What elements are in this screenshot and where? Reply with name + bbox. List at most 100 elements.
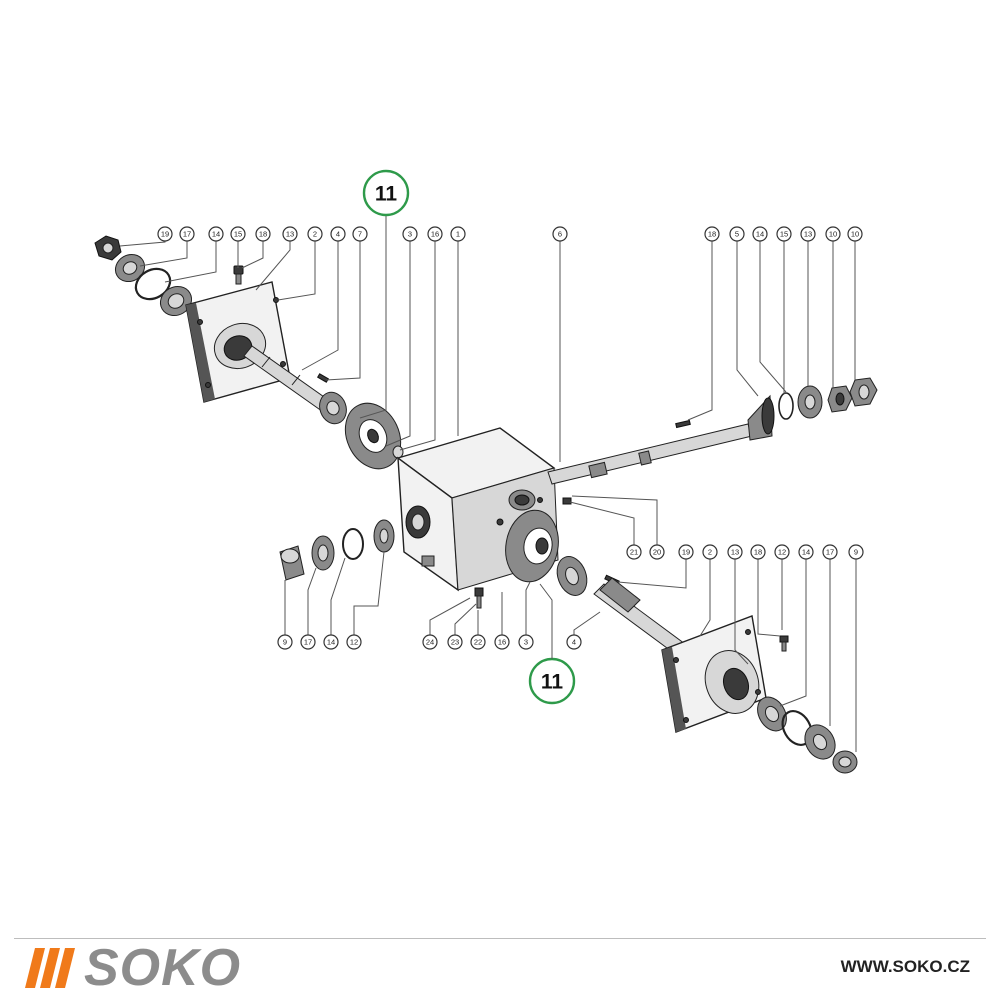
svg-text:14: 14 — [802, 548, 810, 557]
bearing-bottom-right-1 — [757, 696, 787, 732]
top-left-shaft-assembly — [94, 235, 404, 470]
callout: 14 — [208, 226, 224, 242]
svg-text:18: 18 — [708, 230, 716, 239]
svg-text:20: 20 — [653, 548, 661, 557]
key-top-left — [316, 373, 330, 383]
callout: 14 — [323, 634, 339, 650]
svg-text:23: 23 — [451, 638, 459, 647]
logo-wordmark: SOKO — [84, 939, 242, 997]
footer-divider — [14, 938, 986, 939]
svg-text:12: 12 — [350, 638, 358, 647]
callout: 9 — [848, 544, 864, 560]
callout: 3 — [518, 634, 534, 650]
bearing-bottom-center — [556, 556, 588, 596]
callouts-bottom-shaft: 4 — [566, 634, 582, 650]
logo-stripes-icon — [25, 948, 75, 988]
callout: 4 — [330, 226, 346, 242]
svg-text:22: 22 — [474, 638, 482, 647]
svg-text:2: 2 — [313, 230, 317, 239]
svg-text:1: 1 — [456, 230, 460, 239]
callout: 17 — [300, 634, 316, 650]
svg-text:16: 16 — [431, 230, 439, 239]
callout: 14 — [798, 544, 814, 560]
svg-text:3: 3 — [408, 230, 412, 239]
small-bearing-top-left — [319, 391, 347, 425]
callout: 6 — [552, 226, 568, 242]
bearing-bottom-left — [311, 535, 335, 571]
bearing-bottom-left-2 — [373, 519, 395, 553]
svg-text:4: 4 — [572, 638, 576, 647]
svg-text:7: 7 — [358, 230, 362, 239]
svg-text:16: 16 — [498, 638, 506, 647]
website-url: WWW.SOKO.CZ — [840, 957, 970, 976]
callout: 14 — [752, 226, 768, 242]
bolt-top-left — [233, 265, 244, 285]
bearing-top-right — [797, 385, 823, 419]
nut-top-right-1 — [827, 385, 853, 413]
callout: 20 — [649, 544, 665, 560]
callout: 16 — [494, 634, 510, 650]
callouts-bottom-right: 19 2 13 18 12 14 17 9 — [678, 544, 864, 560]
bottom-right-assembly — [556, 556, 858, 774]
callout: 18 — [704, 226, 720, 242]
small-bolt-right — [562, 497, 572, 505]
callout: 23 — [447, 634, 463, 650]
svg-text:18: 18 — [754, 548, 762, 557]
long-shaft-top-right — [547, 419, 753, 485]
nut-top-right-2 — [849, 377, 878, 407]
callout: 2 — [307, 226, 323, 242]
callouts-middle-right: 21 20 — [626, 544, 665, 560]
key-top-right — [675, 419, 691, 429]
svg-text:19: 19 — [161, 230, 169, 239]
svg-text:24: 24 — [426, 638, 434, 647]
callout: 1 — [450, 226, 466, 242]
bearing-bottom-right-2 — [804, 724, 836, 760]
bearing-top-left-outer — [114, 253, 146, 283]
callout: 21 — [626, 544, 642, 560]
svg-text:19: 19 — [682, 548, 690, 557]
svg-text:12: 12 — [778, 548, 786, 557]
svg-text:9: 9 — [283, 638, 287, 647]
highlight-callout-bottom: 11 — [528, 657, 576, 705]
top-right-assembly — [747, 377, 878, 441]
callout: 13 — [727, 544, 743, 560]
washer-top-left — [392, 445, 404, 459]
pinion-top-right — [747, 394, 775, 441]
callouts-bottom-center: 24 23 22 16 3 — [422, 634, 534, 650]
svg-text:17: 17 — [183, 230, 191, 239]
svg-text:3: 3 — [524, 638, 528, 647]
callout: 18 — [255, 226, 271, 242]
svg-text:13: 13 — [804, 230, 812, 239]
callout: 15 — [776, 226, 792, 242]
callout: 17 — [822, 544, 838, 560]
flange-plate-top-left — [185, 281, 291, 403]
callouts-bottom-left: 9 17 14 12 — [277, 634, 362, 650]
svg-text:4: 4 — [336, 230, 340, 239]
svg-text:5: 5 — [735, 230, 739, 239]
svg-text:13: 13 — [286, 230, 294, 239]
svg-text:21: 21 — [630, 548, 638, 557]
drain-bolt — [474, 587, 484, 609]
callout: 13 — [800, 226, 816, 242]
svg-text:14: 14 — [756, 230, 764, 239]
callout: 24 — [422, 634, 438, 650]
callouts-top-right: 18 5 14 15 13 10 10 — [704, 226, 863, 242]
sleeve-bottom-left — [279, 545, 305, 581]
svg-text:14: 14 — [327, 638, 335, 647]
callout: 22 — [470, 634, 486, 650]
callout: 3 — [402, 226, 418, 242]
callouts-top-left: 19 17 14 15 18 13 2 4 7 3 16 1 — [157, 226, 466, 242]
callout: 18 — [750, 544, 766, 560]
callout: 2 — [702, 544, 718, 560]
end-nut-top-left — [94, 235, 122, 261]
svg-text:14: 14 — [212, 230, 220, 239]
circlip-bottom-left — [342, 528, 364, 560]
sleeve-bottom-right — [832, 750, 858, 774]
flange-plate-bottom-right — [661, 615, 767, 733]
bevel-gear-top-left — [344, 402, 402, 470]
callout: 17 — [179, 226, 195, 242]
svg-text:11: 11 — [375, 183, 398, 206]
svg-text:10: 10 — [851, 230, 859, 239]
callout: 10 — [825, 226, 841, 242]
